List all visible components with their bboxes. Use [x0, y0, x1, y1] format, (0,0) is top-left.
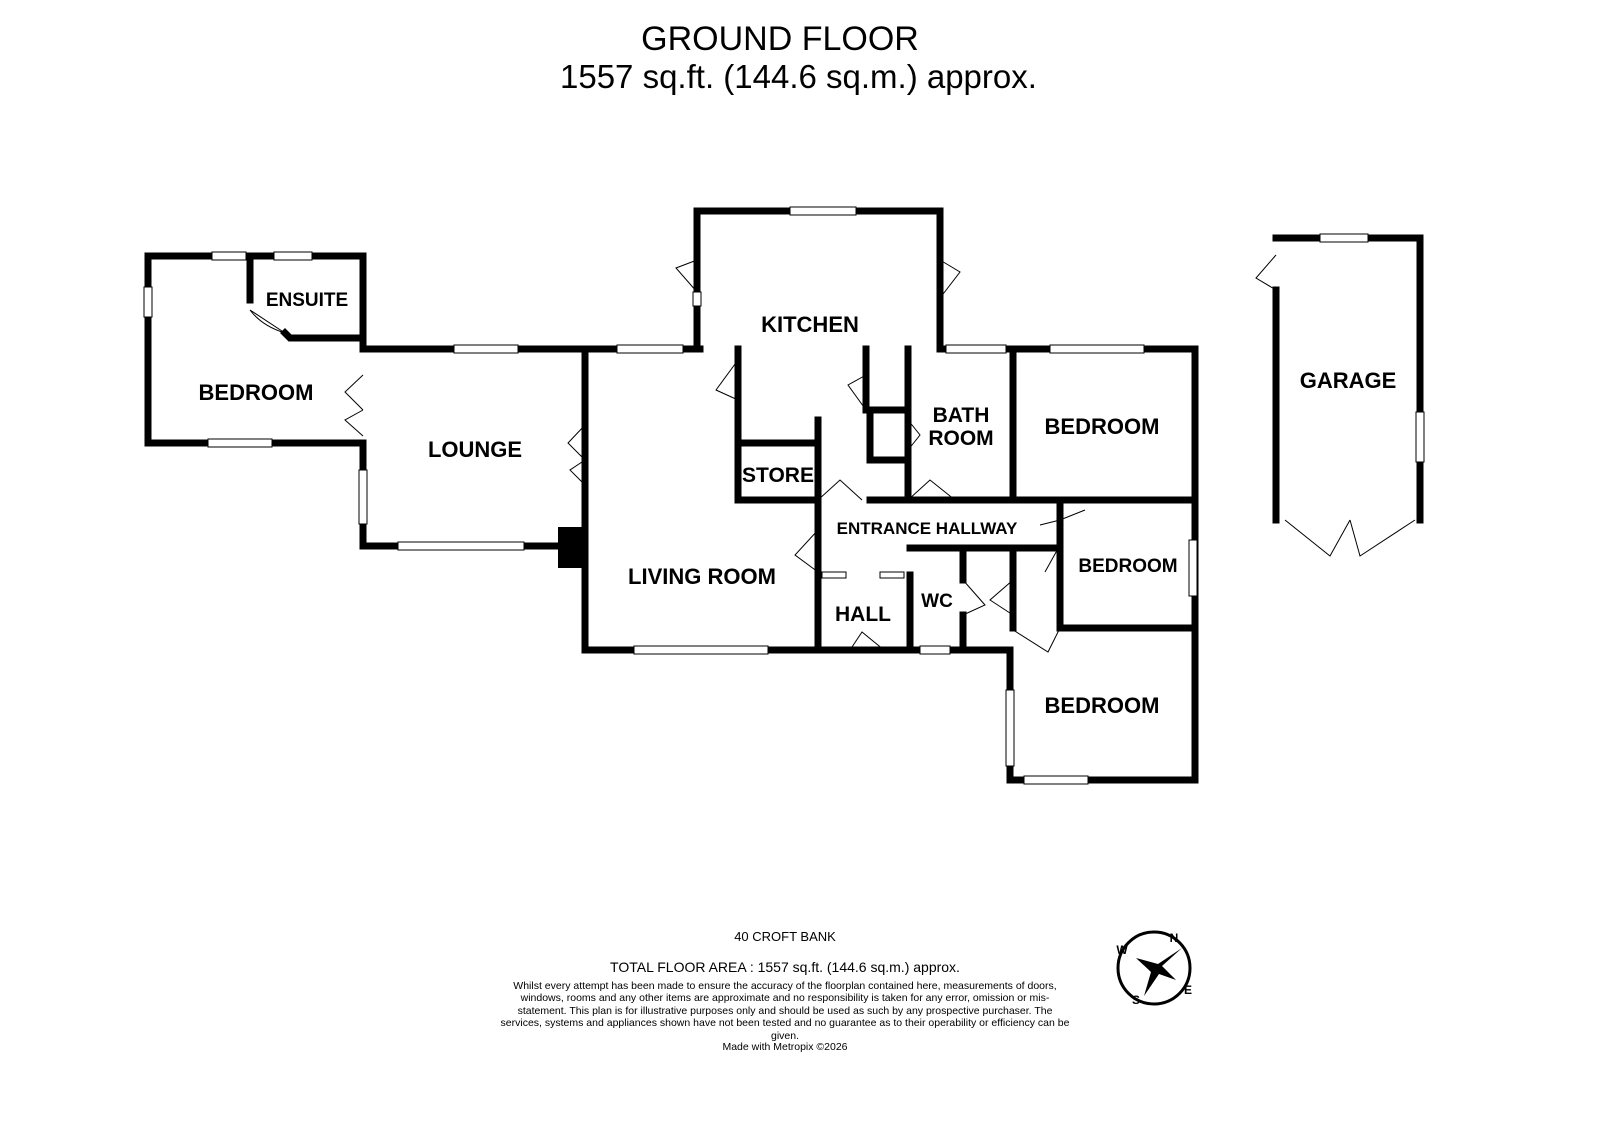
floor-area: 1557 sq.ft. (144.6 sq.m.) approx.: [560, 58, 1037, 95]
compass-s: S: [1132, 993, 1140, 1007]
made-with-credit: Made with Metropix ©2026: [722, 1041, 848, 1053]
chimney-breast: [558, 527, 585, 568]
room-label-ensuite: ENSUITE: [266, 290, 348, 311]
compass-e: E: [1184, 983, 1192, 997]
property-address: 40 CROFT BANK: [734, 929, 836, 944]
room-labels: ENSUITE BEDROOM LOUNGE KITCHEN STORE LIV…: [199, 290, 1397, 718]
room-label-living-room: LIVING ROOM: [628, 564, 776, 589]
wall: [246, 252, 367, 342]
room-label-lounge: LOUNGE: [428, 437, 522, 462]
wall: [734, 345, 822, 654]
wall: [144, 252, 367, 447]
wall: [359, 345, 704, 654]
compass-n: N: [1170, 931, 1179, 945]
room-label-kitchen: KITCHEN: [761, 312, 859, 337]
room-label-bath: BATH: [933, 404, 990, 427]
room-label-garage: GARAGE: [1300, 368, 1397, 393]
compass-w: W: [1116, 943, 1128, 957]
room-label-entrance-hallway: ENTRANCE HALLWAY: [837, 519, 1018, 538]
room-label-store: STORE: [742, 464, 814, 487]
total-floor-area: TOTAL FLOOR AREA : 1557 sq.ft. (144.6 sq…: [610, 959, 960, 975]
room-label-bedroom-right-top: BEDROOM: [1045, 414, 1160, 439]
room-label-bedroom-left: BEDROOM: [199, 380, 314, 405]
wall: [906, 544, 1064, 654]
compass-icon: N E S W: [1116, 930, 1192, 1007]
room-label-bedroom-right-bottom: BEDROOM: [1045, 693, 1160, 718]
floor-title: GROUND FLOOR: [641, 20, 919, 58]
doors: [249, 254, 1416, 653]
room-label-hall: HALL: [835, 603, 891, 626]
windows: [143, 206, 1425, 785]
room-label-bedroom-right-mid: BEDROOM: [1078, 556, 1177, 577]
disclaimer: Whilst every attempt has been made to en…: [500, 980, 1070, 1042]
room-label-room: ROOM: [928, 427, 993, 450]
room-label-wc: WC: [921, 591, 953, 612]
